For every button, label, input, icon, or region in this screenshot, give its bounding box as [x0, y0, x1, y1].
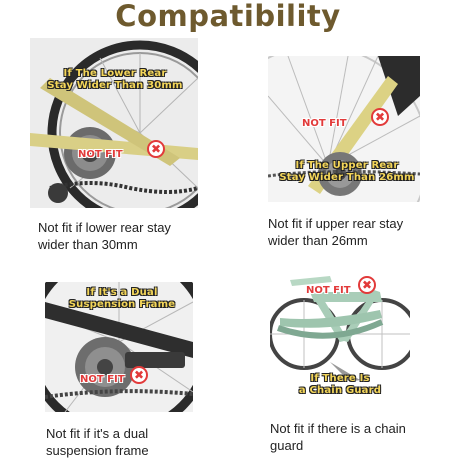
not-fit-label: NOT FIT: [80, 374, 125, 385]
close-icon: ✖: [358, 276, 376, 294]
not-fit-label: NOT FIT: [306, 285, 351, 296]
photo-chain-guard: [270, 262, 410, 400]
close-icon: ✖: [371, 108, 389, 126]
overlay-label-lower-rear-stay: If The Lower Rear Stay Wider Than 30mm: [47, 68, 183, 91]
caption-lower-rear-stay: Not fit if lower rear stay wider than 30…: [38, 220, 171, 252]
caption-upper-rear-stay: Not fit if upper rear stay wider than 26…: [268, 216, 404, 248]
caption-dual-suspension: Not fit if it's a dual suspension frame: [46, 426, 149, 458]
close-icon: ✖: [130, 366, 148, 384]
not-fit-label: NOT FIT: [302, 118, 347, 129]
close-icon: ✖: [147, 140, 165, 158]
photo-dual-suspension: [45, 282, 193, 412]
not-fit-label: NOT FIT: [78, 149, 123, 160]
overlay-label-upper-rear-stay: If The Upper Rear Stay Wider Than 26mm: [279, 160, 415, 183]
photo-lower-rear-stay: [30, 38, 198, 208]
caption-chain-guard: Not fit if there is a chain guard: [270, 421, 406, 453]
overlay-label-chain-guard: If There Is a Chain Guard: [298, 373, 382, 396]
photo-upper-rear-stay: [268, 56, 420, 202]
overlay-label-dual-suspension: If It's a Dual Suspension Frame: [68, 287, 176, 310]
page-title: Compatibility: [115, 0, 341, 33]
